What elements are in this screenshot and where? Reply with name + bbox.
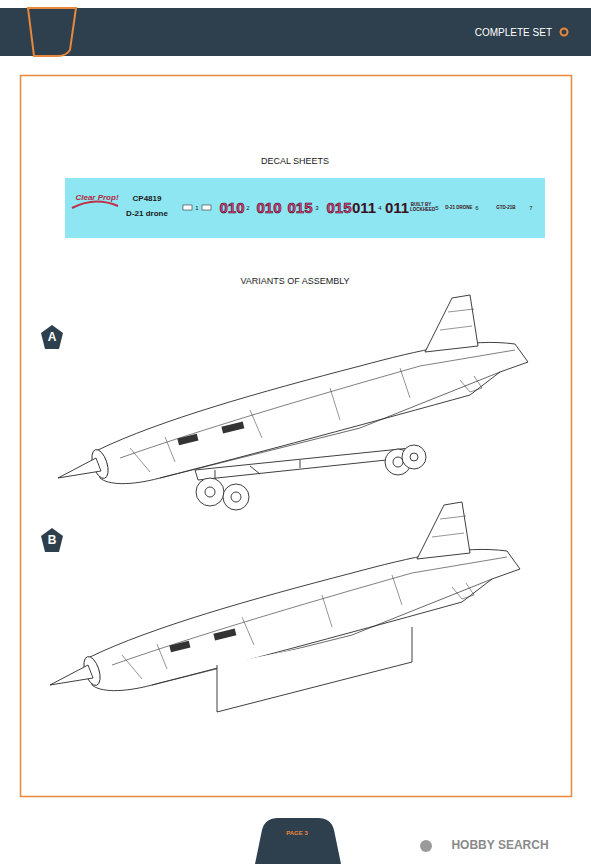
decal-text: 010 bbox=[256, 200, 281, 217]
decal-text: 7 bbox=[529, 205, 532, 212]
drone-a bbox=[58, 295, 528, 484]
decal-text: 4 bbox=[378, 205, 381, 212]
decal-text: GTD-21B bbox=[496, 206, 515, 211]
watermark: HOBBY SEARCH bbox=[451, 839, 548, 852]
logo-text: Clear Prop! bbox=[36, 27, 68, 34]
decal-text: 015 bbox=[326, 200, 351, 217]
decal-icon bbox=[183, 205, 192, 210]
variant-badge: A bbox=[41, 325, 63, 349]
decal-text: 010 bbox=[219, 200, 244, 217]
header-band: COMPLETE SET bbox=[0, 8, 591, 56]
decal-icon bbox=[202, 205, 211, 210]
decal-text: 015 bbox=[287, 200, 312, 217]
node-text: B bbox=[48, 534, 57, 547]
decal-text: 011 bbox=[385, 200, 409, 217]
logo-swoosh bbox=[72, 201, 118, 208]
decal-text: BUILT BY LOCKHEED bbox=[410, 203, 432, 213]
node-text: COMPLETE SET bbox=[475, 27, 552, 38]
node-text: A bbox=[48, 331, 57, 344]
decal-text: 2 bbox=[246, 205, 249, 212]
decal-text: 5 bbox=[435, 205, 438, 212]
ventral-pylon bbox=[217, 627, 412, 712]
decal-text: D-21 DRONE bbox=[445, 206, 472, 211]
decal-text: 6 bbox=[475, 205, 478, 212]
decal-text: D-21 drone bbox=[126, 210, 168, 219]
watermark-icon bbox=[420, 840, 432, 852]
decal-text: 3 bbox=[315, 205, 318, 212]
decal-text: CP4819 bbox=[133, 195, 162, 204]
decal-sheet: Clear Prop!CP4819D-21 drone1010201001530… bbox=[65, 178, 545, 238]
page-tab: PAGE 3 bbox=[258, 820, 336, 850]
node-text: PAGE 3 bbox=[286, 830, 308, 837]
footer-tab bbox=[255, 818, 341, 864]
section-heading: DECAL SHEETS bbox=[261, 157, 329, 167]
transport-dolly bbox=[195, 445, 426, 510]
decal-text: Clear Prop! bbox=[75, 194, 118, 203]
decal-sheet-ground bbox=[65, 178, 545, 238]
variant-badge: B bbox=[41, 528, 63, 552]
decal-text: 011 bbox=[352, 200, 376, 217]
section-heading: VARIANTS OF ASSEMBLY bbox=[240, 277, 349, 287]
decal-text: 1 bbox=[195, 205, 198, 212]
page-frame bbox=[21, 76, 572, 797]
